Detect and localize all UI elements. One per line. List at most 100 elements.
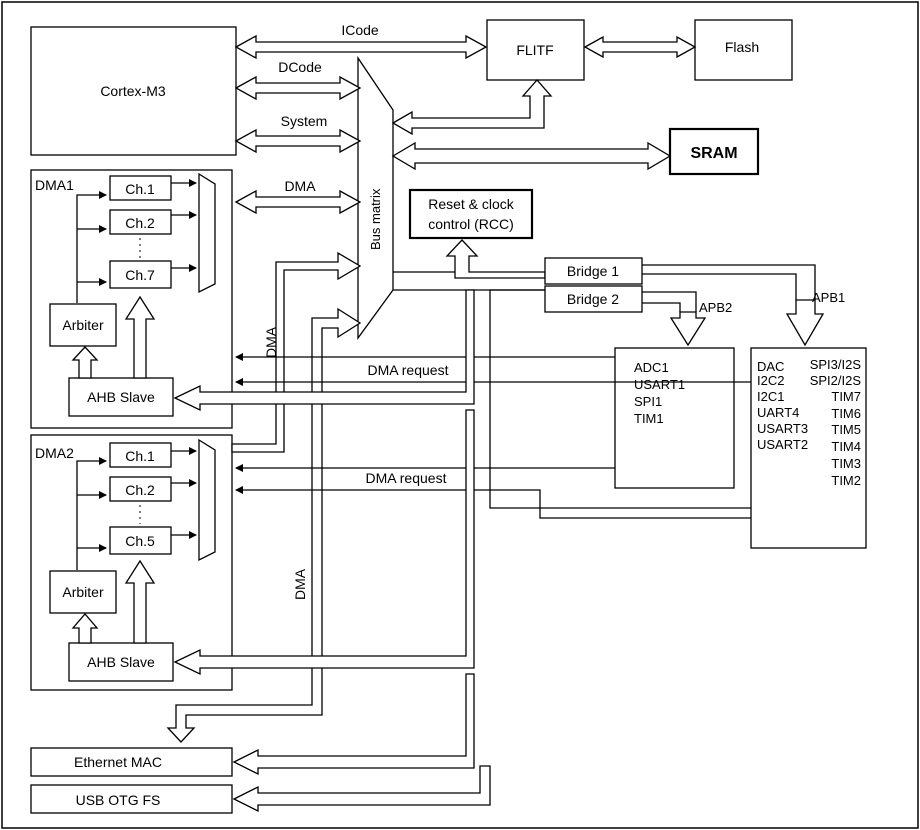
dma1-ahb-feed xyxy=(173,289,475,412)
dma2-ch5 xyxy=(109,526,172,555)
flitf-block xyxy=(486,19,585,81)
dma2-mux xyxy=(198,438,216,562)
apb1-item: SPI2/I2S xyxy=(810,373,862,388)
dma2-ahb-feed xyxy=(173,409,475,676)
dma2-ch2 xyxy=(109,476,172,502)
rcc-block xyxy=(408,188,534,240)
dma1-arbiter xyxy=(49,303,117,347)
apb2-item: USART1 xyxy=(634,377,685,392)
apb1-item: TIM7 xyxy=(831,389,861,404)
cortex-block xyxy=(30,26,237,156)
bridge2-block xyxy=(544,285,643,313)
dma2-master-path xyxy=(231,251,362,453)
dma-request-line-2b xyxy=(235,486,751,519)
dma1-ch2-label: Ch.2 xyxy=(125,215,155,231)
icode-arrow xyxy=(234,34,488,60)
cortex-label: Cortex-M3 xyxy=(100,83,166,99)
apb2-item: TIM1 xyxy=(634,411,664,426)
flitf-flash-arrow xyxy=(583,35,697,59)
apb1-arrow xyxy=(785,299,825,347)
bridge2-label: Bridge 2 xyxy=(567,291,619,307)
dma2-ahb-arbiter-arrow xyxy=(71,613,99,644)
system-arrow xyxy=(234,128,362,154)
dma2-ch2-label: Ch.2 xyxy=(125,482,155,498)
dma-vertical-label-1: DMA xyxy=(263,326,279,358)
usb-feed xyxy=(232,765,491,813)
apb1-list-right: SPI3/I2S SPI2/I2S TIM7 TIM6 TIM5 TIM4 TI… xyxy=(810,357,862,488)
bridge1-block xyxy=(544,257,643,285)
dma2-ahb-label: AHB Slave xyxy=(87,654,155,670)
matrix-sram-arrow xyxy=(391,141,672,171)
apb1-item: DAC xyxy=(757,359,784,374)
dma1-ch7-label: Ch.7 xyxy=(125,267,155,283)
dma-request-label-1: DMA request xyxy=(368,362,449,378)
rcc-arrow xyxy=(445,239,546,279)
dma2-ch1 xyxy=(109,442,172,468)
apb1-item: USART3 xyxy=(757,421,808,436)
apb2-line xyxy=(642,291,697,312)
dma-request-label-2: DMA request xyxy=(366,470,447,486)
dma1-ch1-label: Ch.1 xyxy=(125,181,155,197)
apb1-item: I2C2 xyxy=(757,373,784,388)
dma2-ch1-label: Ch.1 xyxy=(125,448,155,464)
apb2-item: SPI1 xyxy=(634,394,662,409)
apb1-line-2 xyxy=(642,273,797,300)
apb2-arrow xyxy=(669,311,707,347)
dma-bus-arrow xyxy=(234,189,362,215)
dma1-ahb-label: AHB Slave xyxy=(87,389,155,405)
usb-block xyxy=(30,784,233,814)
apb1-list-left: DAC I2C2 I2C1 UART4 USART3 USART2 xyxy=(757,359,808,452)
system-label: System xyxy=(281,113,328,129)
apb1-item: TIM6 xyxy=(831,406,861,421)
dma1-ahb-ch-arrow xyxy=(124,295,156,379)
dma1-ch7 xyxy=(109,260,172,289)
sram-label: SRAM xyxy=(690,145,737,162)
ethernet-block xyxy=(30,747,233,777)
dma1-arbiter-label: Arbiter xyxy=(62,317,104,333)
apb1-label: APB1 xyxy=(812,290,845,305)
dma2-title: DMA2 xyxy=(35,445,74,461)
dma1-frame xyxy=(30,169,233,429)
apb-to-dma-line xyxy=(489,289,751,509)
apb2-list: ADC1 USART1 SPI1 TIM1 xyxy=(634,360,685,426)
apb2-item: ADC1 xyxy=(634,360,669,375)
apb1-item: I2C1 xyxy=(757,389,784,404)
apb1-peripherals xyxy=(750,347,867,549)
ethernet-master-path xyxy=(166,307,362,743)
flash-label: Flash xyxy=(725,39,759,55)
dcode-label: DCode xyxy=(278,59,322,75)
bus-matrix-label: Bus matrix xyxy=(368,188,383,250)
apb1-item: UART4 xyxy=(757,405,799,420)
dma1-ch2 xyxy=(109,209,172,235)
dma1-ahb-arbiter-arrow xyxy=(71,346,99,379)
dma2-frame xyxy=(30,434,233,691)
apb1-item: TIM5 xyxy=(831,422,861,437)
apb1-item: SPI3/I2S xyxy=(810,357,862,372)
ethernet-label: Ethernet MAC xyxy=(74,754,162,770)
apb1-item: TIM4 xyxy=(831,439,861,454)
dma-vertical-label-2: DMA xyxy=(292,568,308,600)
apb1-item: TIM3 xyxy=(831,456,861,471)
ethernet-feed xyxy=(232,673,475,776)
apb1-item: TIM2 xyxy=(831,473,861,488)
dma1-mux xyxy=(198,172,216,294)
dma2-ahb-slave xyxy=(68,642,174,682)
sram-block xyxy=(668,127,760,176)
dma2-arbiter xyxy=(49,570,117,614)
apb1-line xyxy=(642,264,816,300)
dcode-arrow xyxy=(234,75,362,101)
usb-label: USB OTG FS xyxy=(76,792,161,808)
dma2-arbiter-label: Arbiter xyxy=(62,584,104,600)
rcc-label-1: Reset & clock xyxy=(428,196,515,212)
dma1-title: DMA1 xyxy=(35,177,74,193)
dma1-ch1 xyxy=(109,175,172,201)
apb2-label: APB2 xyxy=(699,300,732,315)
dma2-ahb-ch-arrow xyxy=(124,559,156,644)
dma-bus-label: DMA xyxy=(284,178,316,194)
rcc-label-2: control (RCC) xyxy=(428,216,514,232)
icode-label: ICode xyxy=(341,22,379,38)
apb1-item: USART2 xyxy=(757,437,808,452)
matrix-flitf-arrow xyxy=(391,79,553,136)
